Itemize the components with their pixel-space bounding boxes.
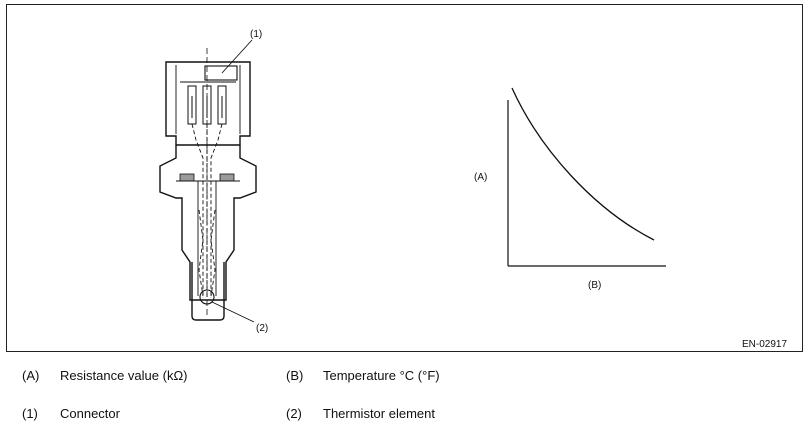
legend-text-b: Temperature °C (°F) [323,368,440,383]
connector-terminal-block [204,65,238,81]
inner-tube [197,181,217,296]
legend-key-b: (B) [286,368,304,383]
legend-text-2: Thermistor element [323,406,435,421]
gasket-left [179,173,195,182]
axis-a-label: (A) [474,172,487,183]
sensor-body [159,145,257,301]
legend-key-1: (1) [22,406,38,421]
legend-key-2: (2) [286,406,302,421]
figure-code: EN-02917 [742,339,787,350]
probe-tip [191,262,225,321]
sensor-diagram: (1) (2) (A) (B) EN-02917 [159,29,787,350]
terminal-pins [187,85,227,125]
legend-text-a: Resistance value (kΩ) [60,368,188,383]
thermistor-element [199,289,215,305]
callout-1-leader [221,39,253,74]
legend-row-1: (A) Resistance value (kΩ) (B) Temperatur… [0,368,811,386]
connector-inner-wall [175,65,241,134]
callout-2-leader [211,301,255,323]
legend-text-1: Connector [60,406,120,421]
legend-row-2: (1) Connector (2) Thermistor element [0,406,811,424]
lead-wires [191,123,223,298]
legend-key-a: (A) [22,368,40,383]
callout-2-label: (2) [256,323,268,334]
callout-1-label: (1) [250,29,262,40]
figure-frame [6,4,803,352]
gasket-right [219,173,235,182]
axis-b-label: (B) [588,280,601,291]
resistance-curve [511,87,655,241]
